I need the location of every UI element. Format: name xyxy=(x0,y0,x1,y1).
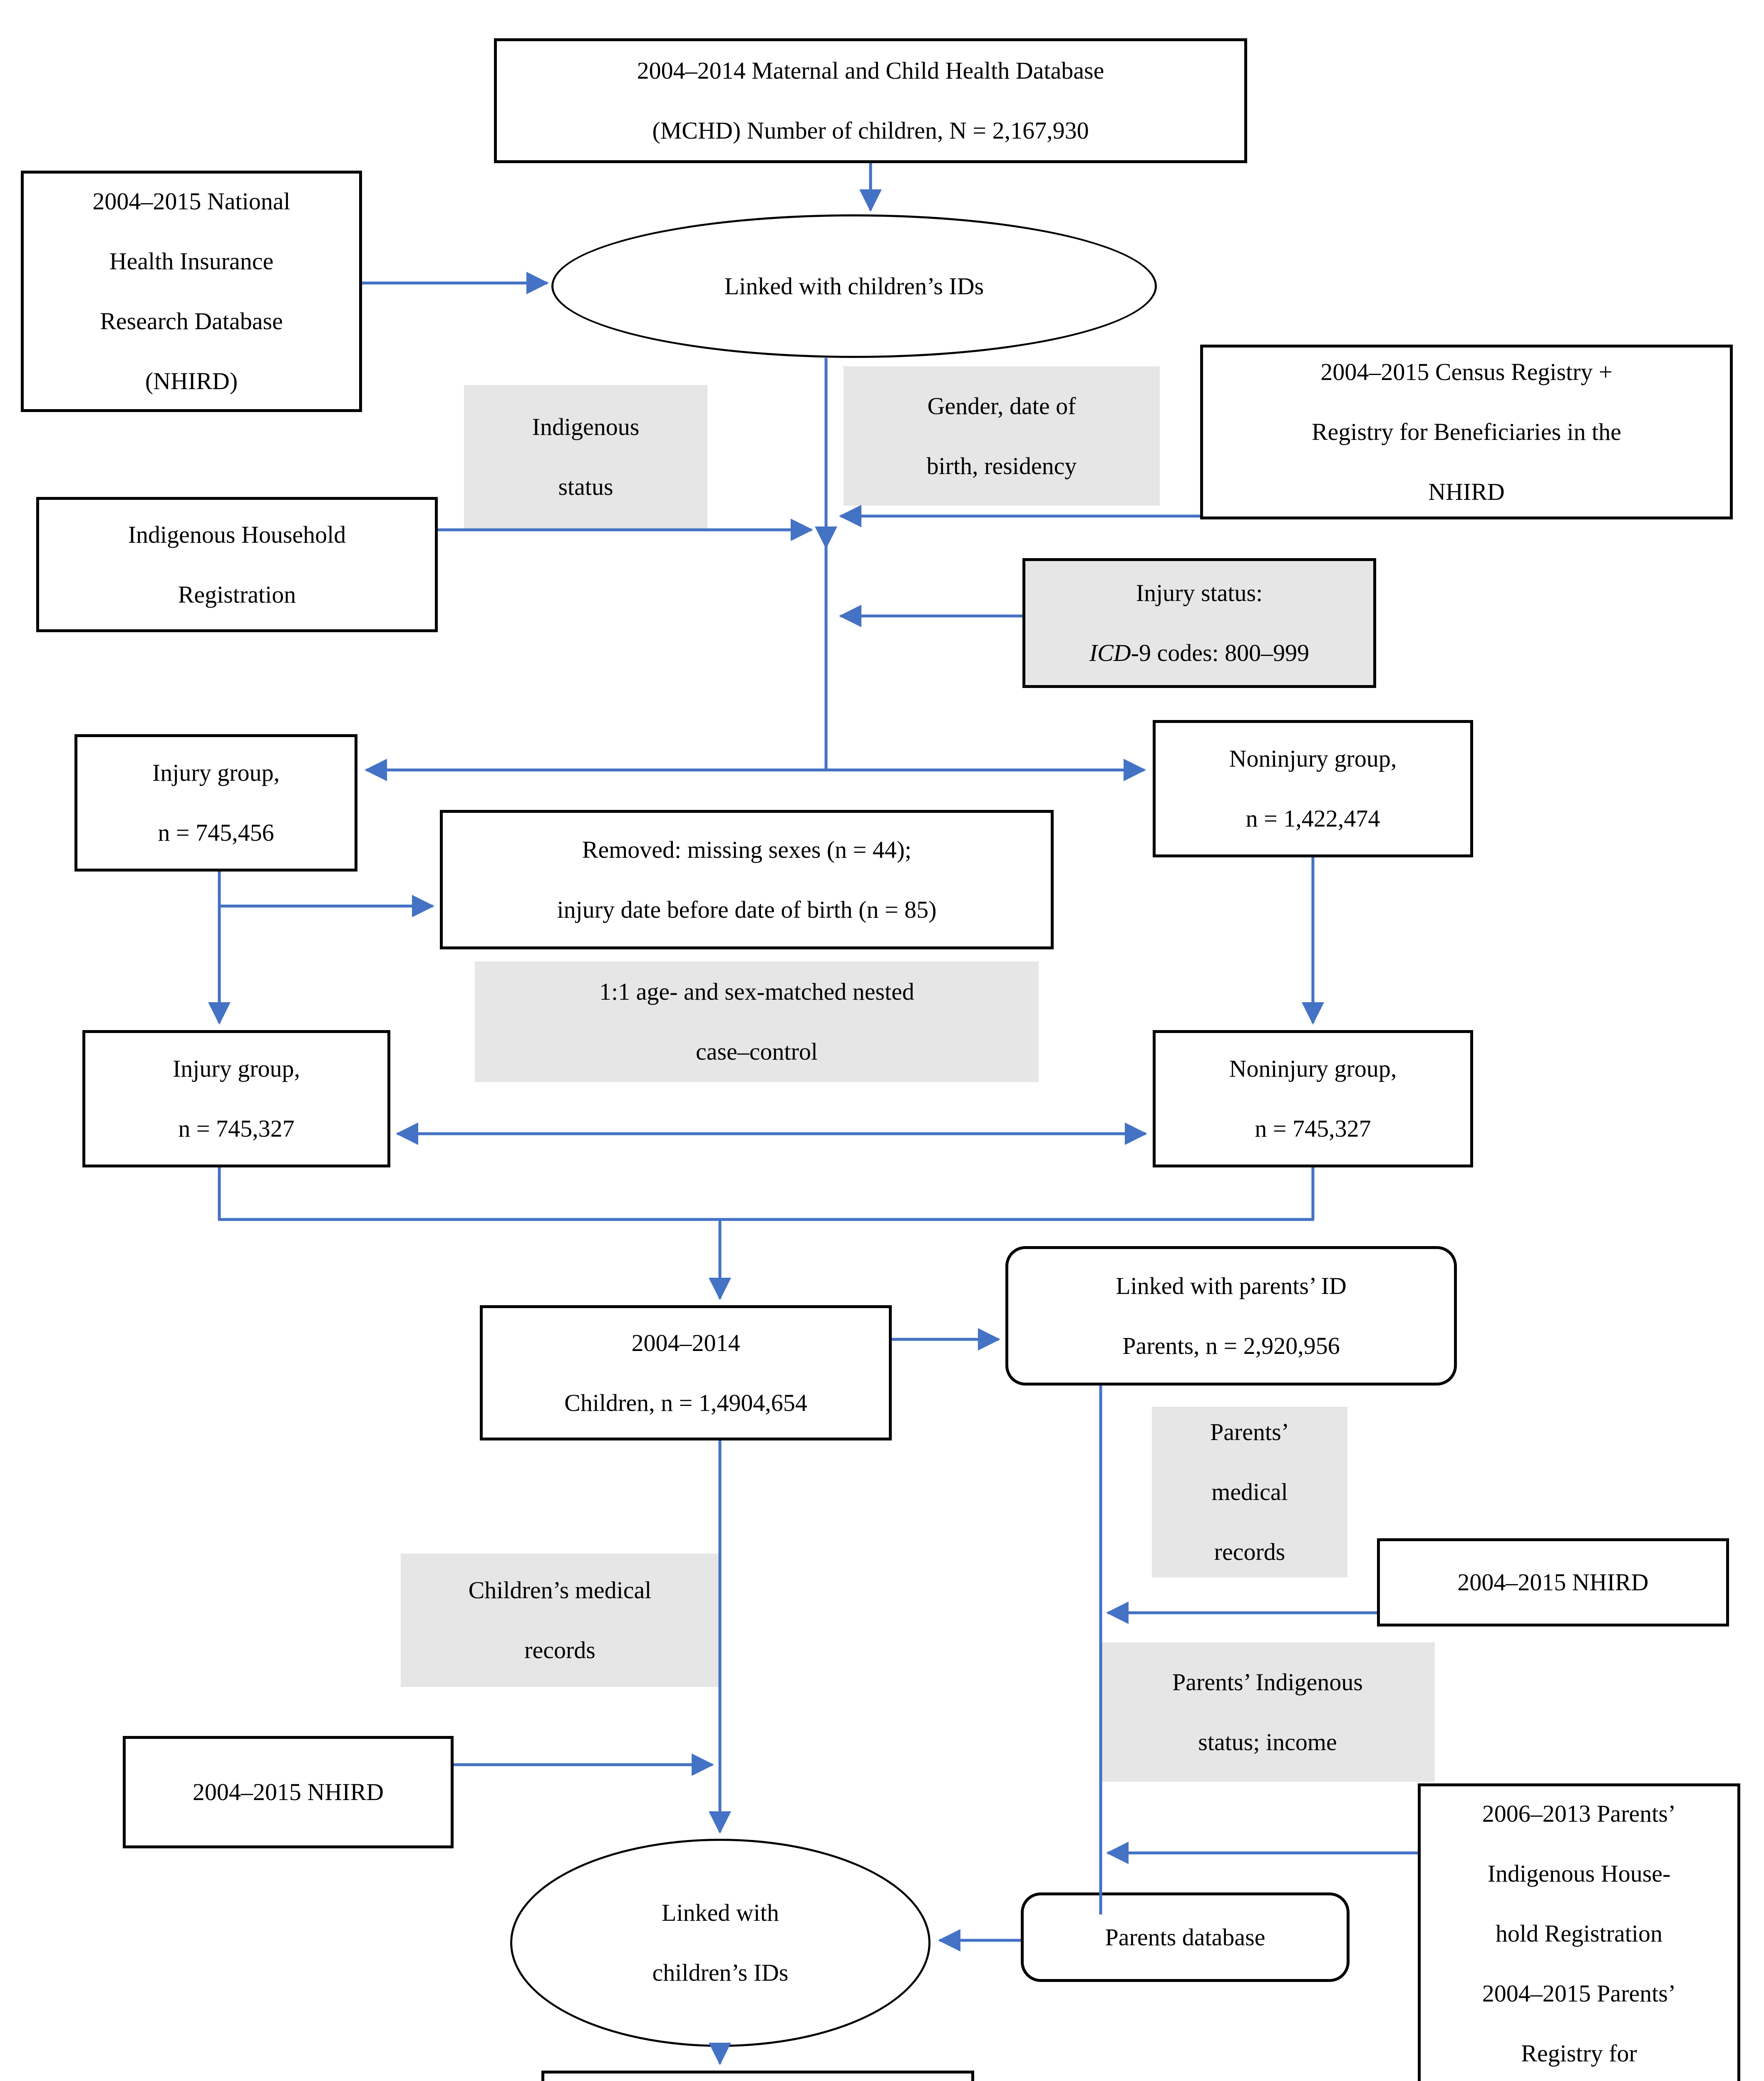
box-line: records xyxy=(1214,1538,1285,1565)
box-nhird-right: 2004–2015 NHIRD xyxy=(1377,1538,1729,1627)
box-line: case–control xyxy=(695,1038,818,1065)
box-line: Parents, n = 2,920,956 xyxy=(1122,1332,1340,1359)
box-line: NHIRD xyxy=(1428,478,1505,505)
box-census-registry: 2004–2015 Census Registry + Registry for… xyxy=(1200,345,1733,519)
box-line: Registration xyxy=(178,581,296,608)
box-line: Injury status: xyxy=(1136,579,1263,606)
ellipse-linked-children-ids-top: Linked with children’s IDs xyxy=(551,214,1157,358)
box-parents-database: Parents database xyxy=(1021,1892,1350,1982)
box-line: hold Registration xyxy=(1495,1920,1663,1947)
box-line: Noninjury group, xyxy=(1229,745,1397,772)
box-line: status xyxy=(558,473,613,500)
box-line: (NHIRD) xyxy=(145,368,238,395)
box-line: Injury group, xyxy=(172,1055,300,1082)
box-line: Parents database xyxy=(1105,1923,1265,1951)
box-line: injury date before date of birth (n = 85… xyxy=(557,896,937,923)
box-noninjury-group-1: Noninjury group, n = 1,422,474 xyxy=(1153,720,1473,857)
box-noninjury-group-2: Noninjury group, n = 745,327 xyxy=(1153,1030,1473,1167)
box-injury-status-icd9: Injury status: ICD-9 codes: 800–999 xyxy=(1022,558,1376,688)
box-nhird-bottom-left: 2004–2015 NHIRD xyxy=(123,1736,454,1848)
box-line: n = 745,327 xyxy=(1255,1115,1371,1142)
box-mchd: 2004–2014 Maternal and Child Health Data… xyxy=(494,38,1247,163)
box-line: Gender, date of xyxy=(927,392,1076,420)
icd9-italic: ICD xyxy=(1089,639,1131,666)
box-line: Injury group, xyxy=(152,759,280,786)
box-child-injury-file: Child injury analysis file Children, n =… xyxy=(541,2071,974,2081)
box-line: 2004–2015 Census Registry + xyxy=(1320,358,1613,385)
box-injury-group-2: Injury group, n = 745,327 xyxy=(82,1030,390,1167)
box-line: birth, residency xyxy=(926,452,1077,479)
box-line: Children, n = 1,4904,654 xyxy=(564,1389,807,1416)
box-line: Removed: missing sexes (n = 44); xyxy=(582,836,912,863)
label-matched-nested: 1:1 age- and sex-matched nested case–con… xyxy=(475,961,1039,1082)
box-line: Indigenous xyxy=(532,413,640,440)
box-line: Parents’ xyxy=(1210,1418,1290,1445)
box-line: ICD-9 codes: 800–999 xyxy=(1089,623,1309,683)
label-parents-indigenous-income: Parents’ Indigenous status; income xyxy=(1100,1642,1435,1782)
box-line: Child injury analysis file xyxy=(638,2076,877,2081)
label-children-medical-records: Children’s medical records xyxy=(401,1554,719,1687)
box-line: Children’s medical xyxy=(468,1577,652,1604)
label-gender-birth-residency: Gender, date of birth, residency xyxy=(844,366,1160,506)
box-line: 2004–2014 xyxy=(631,1329,740,1356)
icd9-rest: -9 codes: 800–999 xyxy=(1131,639,1310,666)
box-line: Registry for xyxy=(1521,2040,1637,2067)
box-parents-registry-tall: 2006–2013 Parents’ Indigenous House- hol… xyxy=(1418,1783,1740,2081)
label-indigenous-status: Indigenous status xyxy=(464,385,707,529)
box-nhird-top-left: 2004–2015 National Health Insurance Rese… xyxy=(21,171,362,412)
box-line: Research Database xyxy=(100,308,283,335)
box-line: Linked with children’s IDs xyxy=(724,272,984,300)
box-linked-parents-id: Linked with parents’ ID Parents, n = 2,9… xyxy=(1005,1246,1457,1386)
ellipse-linked-children-ids-bottom: Linked with children’s IDs xyxy=(510,1839,930,2047)
box-indigenous-household: Indigenous Household Registration xyxy=(36,497,438,632)
box-line: 2004–2015 NHIRD xyxy=(192,1778,384,1805)
box-line: records xyxy=(524,1636,595,1664)
box-line: n = 1,422,474 xyxy=(1245,805,1380,832)
box-line: 2004–2015 National xyxy=(92,188,290,215)
box-line: 2004–2015 Parents’ xyxy=(1482,1980,1676,2007)
box-line: 2004–2015 NHIRD xyxy=(1457,1569,1649,1596)
box-line: 2006–2013 Parents’ xyxy=(1482,1800,1676,1827)
box-line: Indigenous House- xyxy=(1487,1860,1671,1887)
box-line: Registry for Beneficiaries in the xyxy=(1311,418,1622,445)
box-line: n = 745,456 xyxy=(158,819,274,846)
box-injury-group-1: Injury group, n = 745,456 xyxy=(74,734,357,872)
box-line: Parents’ Indigenous xyxy=(1172,1668,1363,1696)
box-line: 1:1 age- and sex-matched nested xyxy=(599,978,914,1005)
box-line: 2004–2014 Maternal and Child Health Data… xyxy=(637,57,1104,84)
box-children-2004-2014: 2004–2014 Children, n = 1,4904,654 xyxy=(480,1305,892,1440)
box-line: children’s IDs xyxy=(652,1959,789,1986)
box-line: Linked with xyxy=(662,1899,779,1926)
box-line: n = 745,327 xyxy=(178,1115,295,1142)
box-line: Indigenous Household xyxy=(128,521,346,548)
label-parents-medical-records: Parents’ medical records xyxy=(1152,1407,1347,1577)
box-line: Health Insurance xyxy=(109,248,274,275)
box-line: status; income xyxy=(1198,1728,1337,1756)
box-line: medical xyxy=(1211,1478,1288,1505)
box-removed: Removed: missing sexes (n = 44); injury … xyxy=(440,810,1054,949)
box-line: Linked with parents’ ID xyxy=(1116,1272,1347,1299)
box-line: Noninjury group, xyxy=(1229,1055,1397,1082)
box-line: (MCHD) Number of children, N = 2,167,930 xyxy=(652,117,1089,144)
